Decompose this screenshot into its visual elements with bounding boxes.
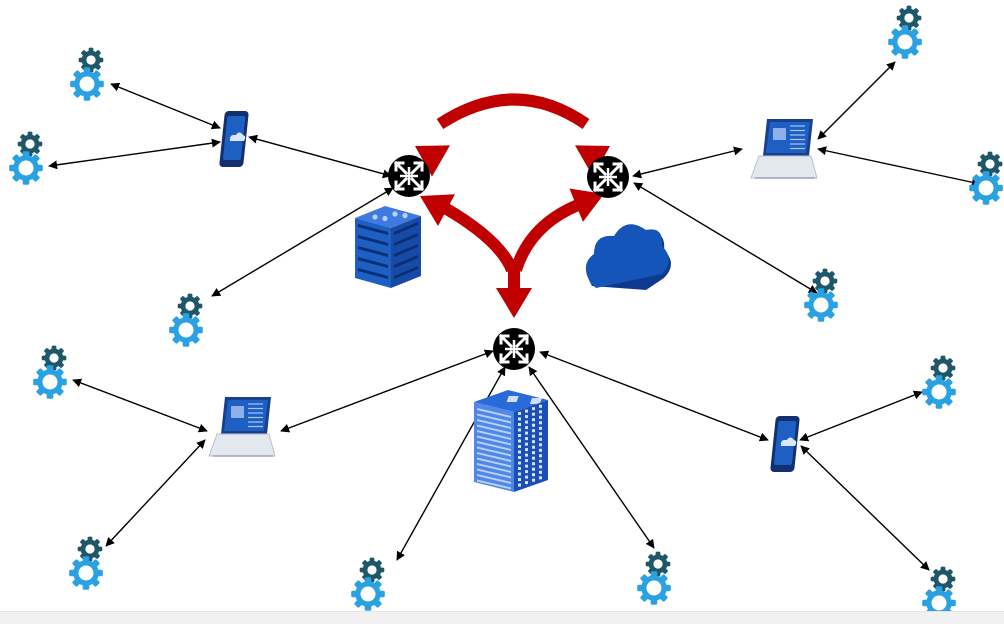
connector-laptop-top-right-to-router-right [632, 146, 743, 179]
backbone-branch-right [510, 199, 581, 272]
connector-router-bottom-to-phone-bottom-right [539, 350, 769, 442]
connector-phone-top-left-to-gear-2 [48, 138, 221, 170]
gears-icon [804, 268, 838, 322]
backbone-branch-left [441, 202, 518, 273]
gears-icon [637, 551, 671, 605]
connector-laptop-top-right-to-gear-4 [817, 61, 896, 140]
connector-phone-bottom-right-to-gear-12 [800, 445, 930, 571]
laptop-icon [750, 119, 818, 179]
gears-icon [888, 5, 922, 59]
connector-laptop-top-right-to-gear-5 [817, 146, 981, 187]
connector-laptop-bottom-left-to-gear-7 [72, 378, 208, 433]
bottom-edge-strip [0, 611, 1004, 624]
cloud-icon [585, 224, 671, 290]
connector-phone-top-left-to-gear-1 [110, 82, 221, 130]
connector-phone-bottom-right-to-gear-11 [799, 390, 923, 442]
gears-icon [969, 151, 1003, 205]
node-layer [9, 5, 1003, 620]
gears-icon [169, 293, 203, 347]
backbone-arc-left-right [436, 93, 590, 130]
connector-laptop-bottom-left-to-router-bottom [280, 349, 494, 433]
connector-router-right-to-gear-6 [633, 182, 818, 294]
router-icon [587, 156, 629, 198]
backbone-arrowhead-left [415, 145, 450, 177]
gears-icon [70, 47, 104, 101]
connector-laptop-bottom-left-to-gear-8 [105, 439, 206, 547]
backbone-arrowhead-upper-right [569, 188, 604, 222]
gears-icon [33, 345, 67, 399]
gears-icon [351, 557, 385, 611]
backbone-arrowhead-down [496, 288, 532, 318]
router-icon [388, 155, 430, 197]
laptop-icon [208, 397, 276, 457]
gears-icon [69, 536, 103, 590]
connector-phone-top-left-to-router-left [248, 134, 392, 179]
office-building-icon [474, 390, 548, 492]
gears-icon [9, 131, 43, 185]
connector-router-left-to-gear-3 [211, 187, 394, 297]
backbone-arrowhead-right [575, 145, 610, 177]
server-rack-icon [355, 206, 421, 288]
backbone-layer [415, 93, 610, 318]
smartphone-icon [770, 416, 800, 472]
smartphone-icon [219, 111, 249, 167]
gears-icon [922, 355, 956, 409]
backbone-arrowhead-upper-left [420, 194, 455, 226]
router-icon [493, 328, 535, 370]
